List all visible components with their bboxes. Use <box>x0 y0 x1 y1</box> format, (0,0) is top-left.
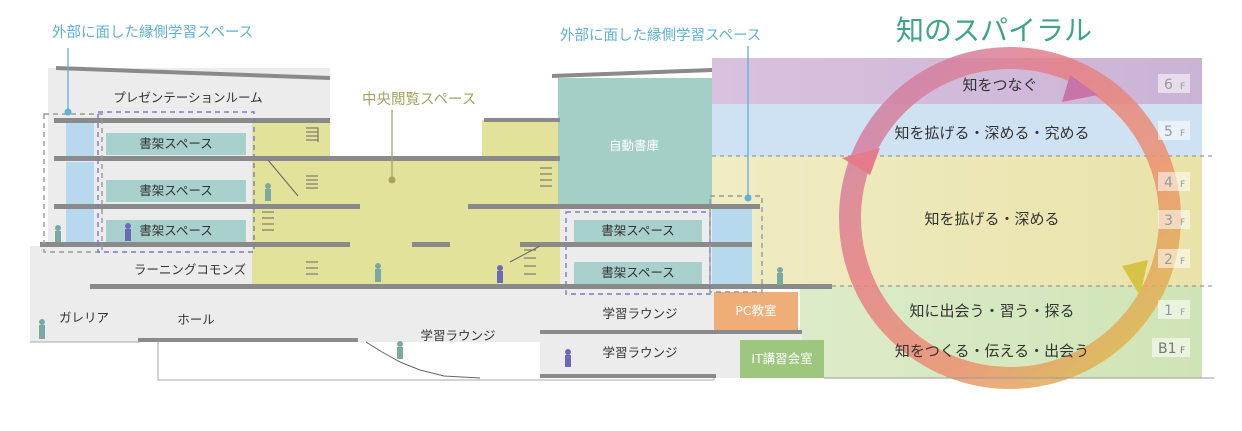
shelf-block-1 <box>106 133 246 155</box>
label-hall: ホール <box>177 312 215 327</box>
shelf-block-2 <box>106 180 246 202</box>
left-glass-1 <box>66 120 94 160</box>
svg-text:2: 2 <box>1164 252 1173 268</box>
floor-label-b1f: B1 F <box>1152 338 1190 357</box>
person-icon <box>125 223 131 241</box>
label-lounge-2: 学習ラウンジ <box>602 306 677 321</box>
left-glass-3 <box>66 208 94 246</box>
svg-text:1: 1 <box>1164 303 1173 319</box>
label-shelf-3: 書架スペース <box>139 223 213 238</box>
pc-room <box>714 292 798 330</box>
callout-left: 外部に面した縁側学習スペース <box>52 24 253 41</box>
leader-lines <box>64 46 752 202</box>
floor-label-2f: 2 F <box>1158 249 1190 268</box>
shelf-block-5 <box>574 262 702 284</box>
svg-text:6: 6 <box>1164 77 1173 93</box>
svg-text:5: 5 <box>1164 124 1173 140</box>
svg-text:3: 3 <box>1164 213 1173 229</box>
floor-label-1f: 1 F <box>1158 300 1190 319</box>
dashed-outlines <box>43 111 763 295</box>
label-it-room: IT講習会室 <box>751 351 812 366</box>
stairs <box>262 127 552 379</box>
floor-label-4f: 4 F <box>1158 172 1190 191</box>
label-shelf-4: 書架スペース <box>601 223 675 238</box>
central-upper-block <box>482 120 560 160</box>
spiral-arrow-right <box>1122 260 1148 296</box>
person-icon <box>375 263 381 282</box>
spiral-title: 知のスパイラル <box>896 14 1092 47</box>
svg-text:B1: B1 <box>1158 341 1177 357</box>
label-galeria: ガレリア <box>59 310 109 325</box>
person-icon <box>55 225 61 242</box>
floor-labels: 6 F 5 F 4 F 3 F 2 F 1 F B1 <box>1152 74 1190 357</box>
phrase-5f: 知を拡げる・深める・究める <box>894 124 1089 142</box>
label-shelf-5: 書架スペース <box>601 265 675 280</box>
shelf-block-4 <box>574 220 702 242</box>
person-icon <box>265 183 271 201</box>
label-pc-room: PC教室 <box>735 303 776 318</box>
shelf-block-3 <box>106 220 246 242</box>
building-section: プレゼンテーションルーム 書架スペース 書架スペース 書架スペース 書架スペース… <box>30 46 832 381</box>
svg-text:F: F <box>1180 308 1185 318</box>
svg-text:4: 4 <box>1164 175 1173 191</box>
svg-text:F: F <box>1180 180 1185 190</box>
svg-text:F: F <box>1180 129 1185 139</box>
phrase-1f: 知に出会う・習う・探る <box>909 302 1074 320</box>
floor-phrases: 知をつなぐ 知を拡げる・深める・究める 知を拡げる・深める 知に出会う・習う・探… <box>894 76 1089 360</box>
person-icon <box>565 349 571 367</box>
phrase-6f: 知をつなぐ <box>962 76 1037 94</box>
person-icon <box>397 341 403 359</box>
person-icon <box>39 319 45 339</box>
svg-text:F: F <box>1180 257 1185 267</box>
floor-label-3f: 3 F <box>1158 210 1190 229</box>
label-presentation-room: プレゼンテーションルーム <box>113 90 262 105</box>
svg-text:F: F <box>1180 346 1185 356</box>
callout-right: 外部に面した縁側学習スペース <box>560 27 761 44</box>
label-lounge-1: 学習ラウンジ <box>420 328 495 343</box>
room-labels: プレゼンテーションルーム 書架スペース 書架スペース 書架スペース 書架スペース… <box>59 90 813 366</box>
svg-text:F: F <box>1180 218 1185 228</box>
svg-text:F: F <box>1180 82 1185 92</box>
floor-slabs <box>40 66 832 378</box>
spiral-arrow-left <box>842 148 880 175</box>
it-room <box>740 340 824 378</box>
label-lounge-3: 学習ラウンジ <box>602 345 677 360</box>
spiral-arrow-top <box>1062 75 1098 102</box>
label-auto-stack: 自動書庫 <box>609 138 659 153</box>
left-glass-2 <box>66 162 94 206</box>
floor-label-5f: 5 F <box>1158 121 1190 140</box>
band-2-4f <box>712 156 1202 286</box>
label-shelf-1: 書架スペース <box>139 136 213 151</box>
floor-label-6f: 6 F <box>1158 74 1190 93</box>
left-stair-core <box>252 120 330 286</box>
auto-stack-block <box>558 78 712 206</box>
phrase-2-4f: 知を拡げる・深める <box>924 210 1059 228</box>
person-icon <box>777 267 783 285</box>
label-learning-commons: ラーニングコモンズ <box>134 262 246 277</box>
central-reading-space <box>330 158 560 286</box>
callout-center: 中央閲覧スペース <box>362 91 476 108</box>
label-shelf-2: 書架スペース <box>139 183 213 198</box>
people-figures <box>39 183 783 367</box>
person-icon <box>497 265 503 283</box>
phrase-b1f: 知をつくる・伝える・出会う <box>895 342 1089 360</box>
